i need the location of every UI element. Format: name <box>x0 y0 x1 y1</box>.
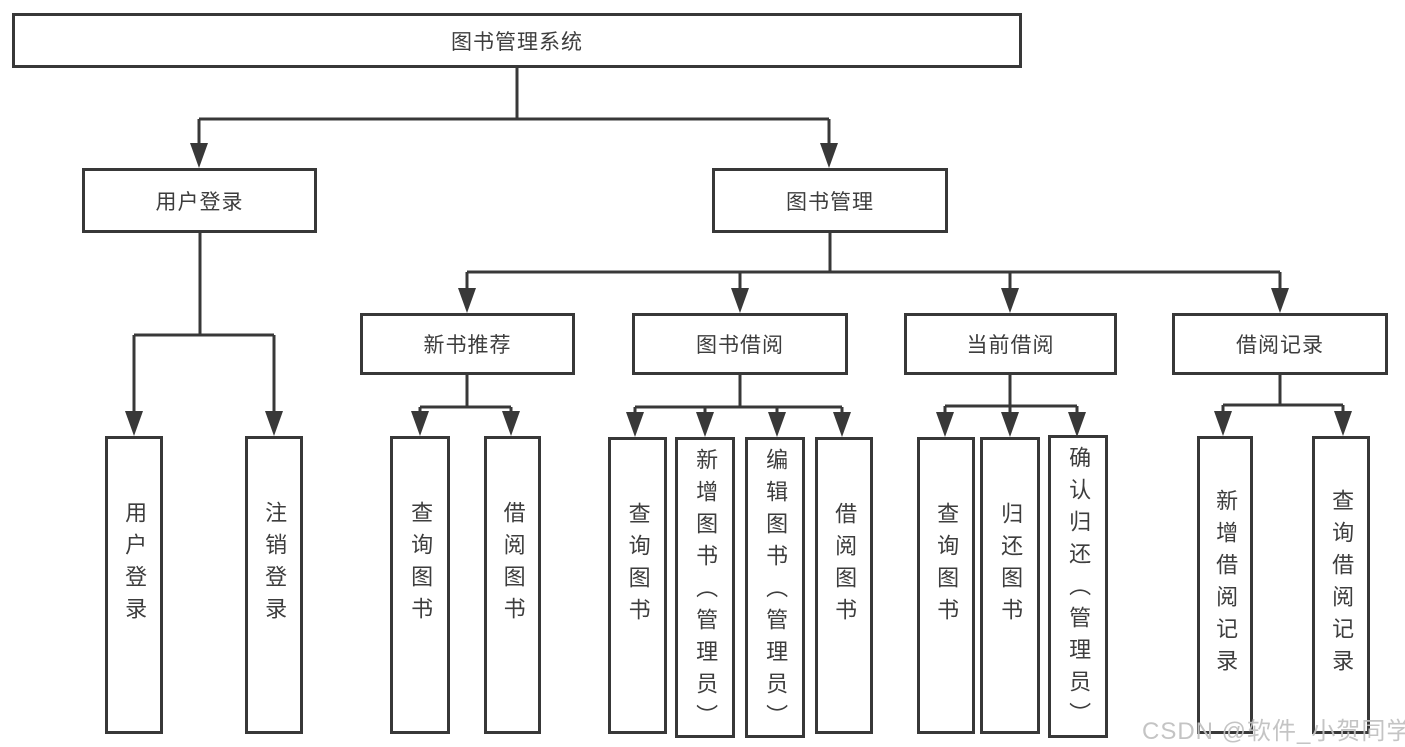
node-new-book-recommendation-label: 新书推荐 <box>423 334 512 357</box>
leaf-return-books: 归还图书 <box>980 437 1040 734</box>
node-root-system: 图书管理系统 <box>12 13 1022 68</box>
node-book-borrowing-label: 图书借阅 <box>696 334 784 357</box>
node-new-book-recommendation: 新书推荐 <box>360 313 575 375</box>
leaf-borrow-books-recommend: 借阅图书 <box>484 436 541 734</box>
leaf-query-books-borrowing: 查询图书 <box>608 437 667 734</box>
connector-user-login-children <box>125 233 283 436</box>
leaf-query-borrow-record-label: 查询借阅记录 <box>1329 489 1355 681</box>
leaf-edit-books-admin-label: 编辑图书（管理员） <box>763 448 789 736</box>
node-user-login-label: 用户登录 <box>155 190 244 214</box>
node-book-management: 图书管理 <box>712 168 948 233</box>
leaf-return-books-label: 归还图书 <box>998 501 1024 630</box>
leaf-user-login: 用户登录 <box>105 436 163 734</box>
leaf-query-books-recommend: 查询图书 <box>390 436 450 734</box>
leaf-add-borrow-record-label: 新增借阅记录 <box>1213 489 1239 681</box>
node-current-borrowing-label: 当前借阅 <box>966 334 1055 357</box>
node-user-login: 用户登录 <box>82 168 317 233</box>
leaf-confirm-return-admin-label: 确认归还（管理员） <box>1066 446 1092 734</box>
connector-book-management-to-level2 <box>458 233 1289 313</box>
leaf-logout: 注销登录 <box>245 436 303 734</box>
node-root-label: 图书管理系统 <box>451 30 583 54</box>
leaf-add-books-admin: 新增图书（管理员） <box>675 437 735 738</box>
leaf-query-books-current-label: 查询图书 <box>934 501 960 630</box>
csdn-watermark: CSDN @软件_小贺同学 <box>1142 718 1405 745</box>
leaf-query-books-current: 查询图书 <box>917 437 975 734</box>
leaf-confirm-return-admin: 确认归还（管理员） <box>1048 435 1108 738</box>
leaf-user-login-label: 用户登录 <box>122 501 148 629</box>
connector-book-borrowing-children <box>626 375 851 437</box>
connector-current-borrowing-children <box>936 375 1086 437</box>
node-book-borrowing: 图书借阅 <box>632 313 848 375</box>
node-book-management-label: 图书管理 <box>786 190 874 214</box>
node-borrowing-records-label: 借阅记录 <box>1236 334 1324 357</box>
leaf-query-books-borrowing-label: 查询图书 <box>625 501 651 630</box>
leaf-borrow-books-recommend-label: 借阅图书 <box>500 501 526 629</box>
leaf-add-books-admin-label: 新增图书（管理员） <box>693 448 719 736</box>
connector-new-book-children <box>411 375 520 436</box>
leaf-add-borrow-record: 新增借阅记录 <box>1197 436 1253 734</box>
leaf-logout-label: 注销登录 <box>262 501 288 629</box>
connector-borrowing-records-children <box>1214 375 1352 436</box>
leaf-query-borrow-record: 查询借阅记录 <box>1312 436 1370 734</box>
leaf-borrow-books: 借阅图书 <box>815 437 873 734</box>
node-current-borrowing: 当前借阅 <box>904 313 1117 375</box>
connector-root-to-level1 <box>190 68 838 168</box>
leaf-edit-books-admin: 编辑图书（管理员） <box>745 437 805 738</box>
leaf-query-books-recommend-label: 查询图书 <box>408 501 434 629</box>
leaf-borrow-books-label: 借阅图书 <box>832 501 858 630</box>
node-borrowing-records: 借阅记录 <box>1172 313 1388 375</box>
